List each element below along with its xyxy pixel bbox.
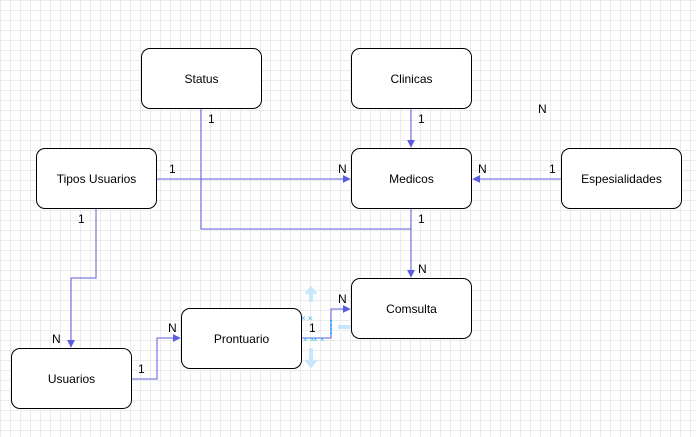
entity-tipos-usuarios[interactable]: Tipos Usuarios	[36, 148, 157, 209]
waypoint-marker[interactable]: × ×	[303, 335, 315, 344]
edge-status-comsulta[interactable]	[200, 109, 411, 230]
waypoint-marker[interactable]: × ×	[301, 314, 313, 323]
cardinality-label: N	[338, 162, 347, 176]
edge-tipos-usuarios[interactable]	[67, 209, 97, 348]
cardinality-label: 1	[169, 162, 176, 176]
cardinality-label: 1	[138, 362, 145, 376]
cardinality-label: 1	[208, 112, 215, 126]
move-arrow-down-icon[interactable]	[304, 359, 318, 369]
cardinality-label: N	[52, 332, 61, 346]
move-arrow-up-icon[interactable]	[304, 285, 318, 295]
cardinality-label: N	[338, 292, 347, 306]
cardinality-label: 1	[418, 112, 425, 126]
waypoint-marker[interactable]: × ×	[313, 335, 325, 344]
edge-prontuario-comsulta[interactable]	[301, 305, 351, 339]
cardinality-label: 1	[78, 212, 85, 226]
entity-prontuario[interactable]: Prontuario	[181, 308, 302, 369]
cardinality-label: N	[418, 262, 427, 276]
edge-usuarios-prontuario[interactable]	[131, 334, 181, 380]
cardinality-label: 1	[309, 321, 316, 335]
cardinality-label: 1	[418, 212, 425, 226]
entity-medicos[interactable]: Medicos	[351, 148, 472, 209]
cardinality-label: N	[538, 102, 547, 116]
entity-comsulta[interactable]: Comsulta	[351, 278, 472, 339]
cardinality-label: 1	[549, 162, 556, 176]
entity-clinicas[interactable]: Clinicas	[351, 48, 472, 109]
cardinality-label: N	[168, 321, 177, 335]
cardinality-label: N	[478, 162, 487, 176]
entity-usuarios[interactable]: Usuarios	[11, 348, 132, 409]
entity-espesialidades[interactable]: Espesialidades	[561, 148, 682, 209]
entity-status[interactable]: Status	[141, 48, 262, 109]
